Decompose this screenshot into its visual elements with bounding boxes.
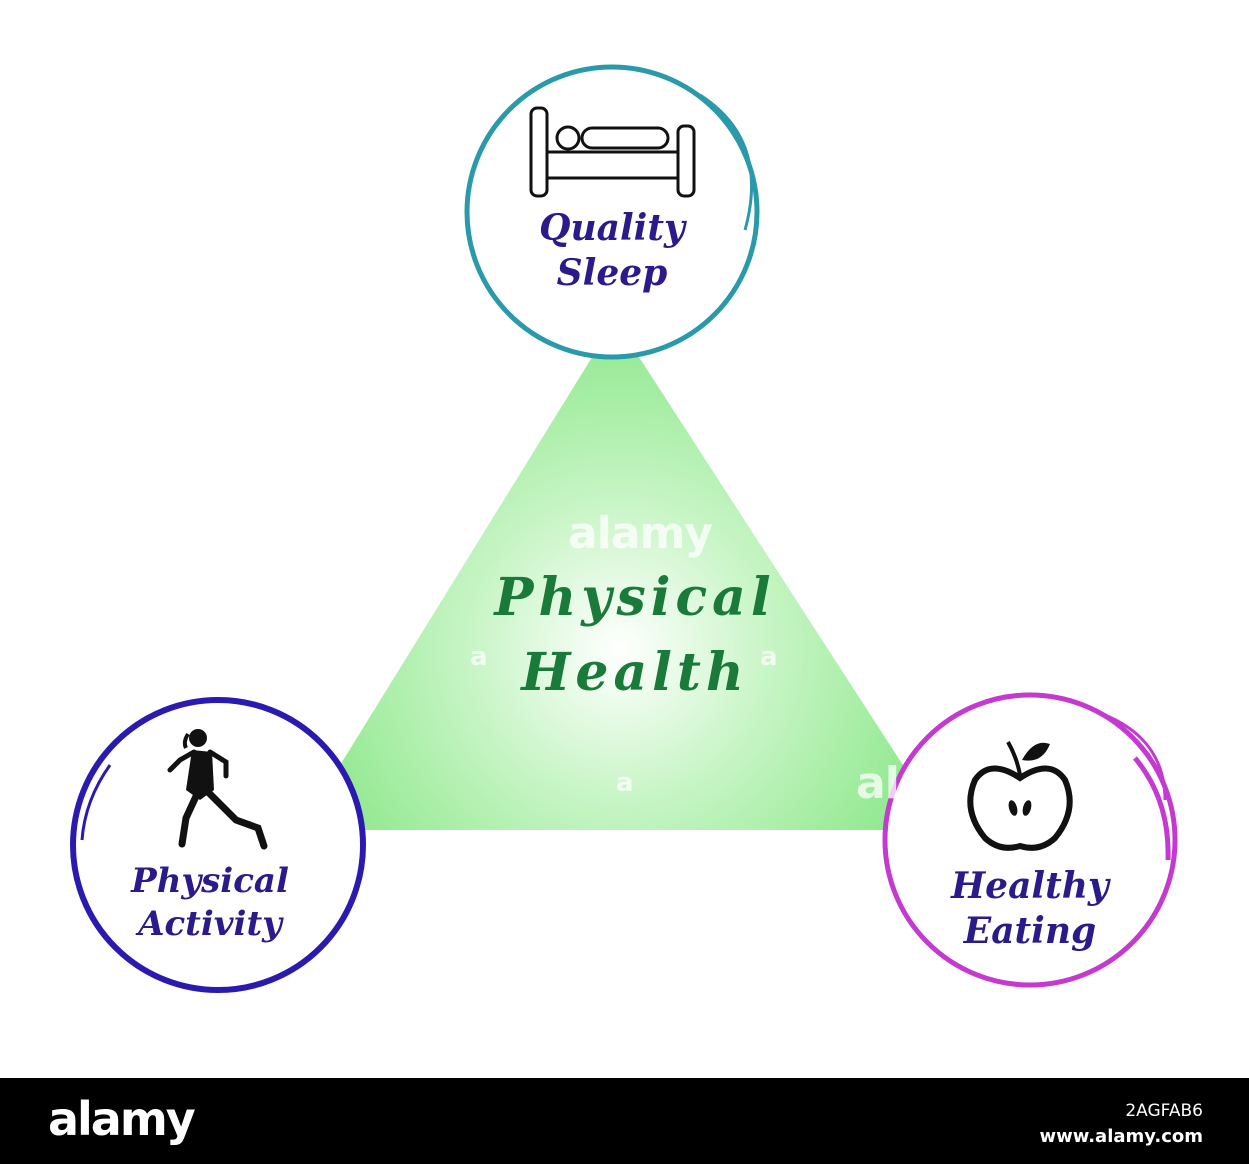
activity-label-line2: Activity [138, 903, 282, 944]
diagram-canvas [70, 64, 1178, 993]
apple-icon [967, 741, 1073, 851]
activity-label-line1: Physical [131, 861, 289, 901]
sleep-label-line1: Quality [539, 207, 685, 249]
sleep-label-line2: Sleep [556, 252, 668, 294]
center-title: Physical Health [420, 560, 850, 711]
watermark-small-right: a [760, 642, 778, 672]
eating-label-line1: Healthy [951, 865, 1109, 907]
footer-info: 2AGFAB6 www.alamy.com [1039, 1098, 1203, 1150]
running-woman-icon [167, 729, 268, 850]
sleep-ring [464, 64, 760, 360]
sleep-label: Quality Sleep [512, 206, 712, 296]
watermark-partial: ala [856, 758, 928, 809]
watermark-small-left: a [470, 642, 488, 672]
watermark-small-bottom: a [616, 768, 634, 798]
watermark-text: alamy [568, 508, 713, 559]
bed-icon [529, 106, 696, 198]
diagram: alamy a a a ala Physical Health Quality … [70, 64, 1178, 993]
footer-bar: alamy 2AGFAB6 www.alamy.com [0, 1078, 1249, 1164]
footer-logo: alamy [48, 1092, 196, 1146]
eating-label: Healthy Eating [920, 864, 1140, 954]
center-triangle [300, 320, 945, 830]
activity-label: Physical Activity [100, 860, 320, 945]
footer-image-id: 2AGFAB6 [1125, 1101, 1203, 1121]
footer-url: www.alamy.com [1039, 1126, 1203, 1147]
center-title-line2: Health [521, 642, 749, 704]
center-title-line1: Physical [494, 567, 776, 628]
activity-ring [70, 697, 366, 993]
eating-label-line2: Eating [963, 910, 1097, 952]
